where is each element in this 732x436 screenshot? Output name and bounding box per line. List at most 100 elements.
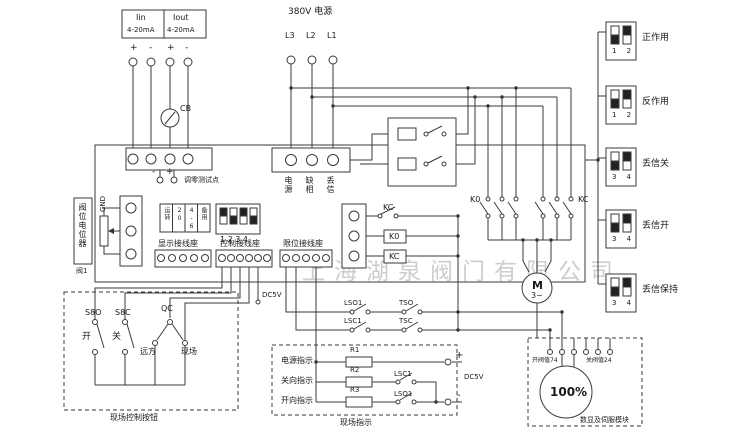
dip-label-reverse: 反作用 xyxy=(642,97,670,107)
polarity-plus-2: + xyxy=(167,43,175,53)
setting-col-4: 备用 xyxy=(200,207,207,221)
open-button-label: 开 xyxy=(82,332,92,342)
valve-potentiometer-label: 阀位电位器 xyxy=(78,203,87,248)
resistor-r3 xyxy=(345,396,373,408)
field-control-wires xyxy=(94,323,186,386)
status-power-label: 电源 xyxy=(284,176,293,194)
relay-row-wires xyxy=(366,215,459,330)
dip-nums-2: 1 2 xyxy=(612,111,636,119)
power-indication-label: 电源指示 xyxy=(281,356,313,365)
dc5v-right-label: DC5V xyxy=(464,373,484,381)
position-display-dial xyxy=(539,365,593,419)
cb-needle xyxy=(164,111,176,125)
limit-down-wires xyxy=(285,267,563,362)
dc5v-left-label: DC5V xyxy=(262,291,282,299)
lsc1-limit-label: LSC1 xyxy=(344,317,362,325)
open-indication-label: 开向指示 xyxy=(281,396,313,405)
status-signalloss-label: 丢信 xyxy=(326,176,335,194)
lso1-ind-label: LSO1 xyxy=(394,390,413,398)
position-percent-value: 100% xyxy=(550,385,588,399)
potentiometer-body xyxy=(99,215,109,247)
analog-wires xyxy=(132,66,189,177)
limit-terminal-label: 限位接线座 xyxy=(283,239,323,248)
dip-label-loss-close: 丢信关 xyxy=(642,159,670,169)
close-indication-label: 关向指示 xyxy=(281,376,313,385)
power-380v-label: 380V 电源 xyxy=(288,7,333,17)
display-terminal-label: 显示接线座 xyxy=(158,239,198,248)
control-down-wires xyxy=(94,267,259,341)
resistor-r1 xyxy=(345,356,373,368)
status-phaseloss-label: 缺相 xyxy=(305,176,314,194)
tso-limit-label: TSO xyxy=(399,299,414,307)
relay-coil xyxy=(397,157,417,171)
kc-coil-box xyxy=(383,249,407,264)
tsc-limit-label: TSC xyxy=(399,317,413,325)
r2-label: R2 xyxy=(350,366,360,374)
phase-l1-label: L1 xyxy=(327,31,337,40)
servo-module-box xyxy=(527,337,643,427)
servo-wires xyxy=(536,303,611,367)
test-minus-label: - xyxy=(152,167,156,177)
iin-label: Iin xyxy=(136,13,146,22)
dip-label-loss-hold: 丢信保持 xyxy=(642,285,679,295)
r3-label: R3 xyxy=(350,386,360,394)
phase-l2-label: L2 xyxy=(306,31,316,40)
zero-test-label: 调零测试点 xyxy=(184,176,219,184)
relay-contact-blades xyxy=(427,125,443,164)
motor-phase-label: 3~ xyxy=(531,291,543,300)
cb-label: CB xyxy=(180,104,192,113)
pot-sub-label: 阀1 xyxy=(76,267,88,275)
field-control-caption: 现场控制按钮 xyxy=(110,413,158,422)
contactor-wires xyxy=(487,218,572,273)
relay-coil xyxy=(397,127,417,141)
phase-l3-label: L3 xyxy=(285,31,295,40)
contactor-contacts xyxy=(479,196,574,219)
setting-col-3: 4-6 xyxy=(188,207,195,231)
iout-range-label: 4-20mA xyxy=(167,26,195,34)
zero-test-point xyxy=(156,176,164,184)
qc-label: QC xyxy=(161,304,173,313)
setting-col-2: 20 xyxy=(176,207,183,223)
setting-col-1: 运转 xyxy=(163,207,170,221)
motor-symbol xyxy=(521,272,553,304)
polarity-minus-2: - xyxy=(185,43,189,53)
close-button-label: 关 xyxy=(112,332,122,342)
k0-coil-label: K0 xyxy=(389,232,400,241)
remote-label: 远方 xyxy=(140,347,156,356)
phase-bus-wires xyxy=(291,87,572,197)
limit-switch-contacts xyxy=(349,303,423,333)
test-plus-label: + xyxy=(166,167,174,177)
mid-dip-numbers: 1 2 3 4 xyxy=(220,235,248,244)
contactor-kc-label: KC xyxy=(578,195,589,204)
gnd-label: GND xyxy=(99,195,107,212)
iout-label: Iout xyxy=(173,13,189,22)
junction-dots xyxy=(289,86,600,404)
s8c-label: S8C xyxy=(115,308,131,317)
indication-wires xyxy=(315,361,462,403)
r1-label: R1 xyxy=(350,346,360,354)
field-control-box xyxy=(63,291,239,411)
field-indication-box xyxy=(271,344,458,416)
contactor-k0-label: K0 xyxy=(470,195,481,204)
polarity-minus-1: - xyxy=(149,43,153,53)
dip-label-loss-open: 丢信开 xyxy=(642,221,670,231)
s8o-label: S8O xyxy=(85,308,102,317)
zero-test-point xyxy=(170,176,178,184)
dip-switch-column xyxy=(605,21,637,313)
k0-coil-box xyxy=(383,229,407,244)
local-label: 现场 xyxy=(181,347,197,356)
wiper-arrow-icon xyxy=(108,228,114,234)
motor-label: M xyxy=(532,279,543,292)
dip-nums-3: 3 4 xyxy=(612,173,636,181)
kc-contact-blade xyxy=(380,206,396,215)
dc-minus-label: - xyxy=(457,390,461,401)
field-indication-caption: 现场指示 xyxy=(340,418,372,427)
close-threshold-label: 关阀值24 xyxy=(586,357,612,364)
dip-label-direct: 正作用 xyxy=(642,33,670,43)
pot-label-box xyxy=(73,197,93,265)
kc-coil-label: KC xyxy=(389,252,400,261)
resistor-r2 xyxy=(345,376,373,388)
lso1-limit-label: LSO1 xyxy=(344,299,363,307)
